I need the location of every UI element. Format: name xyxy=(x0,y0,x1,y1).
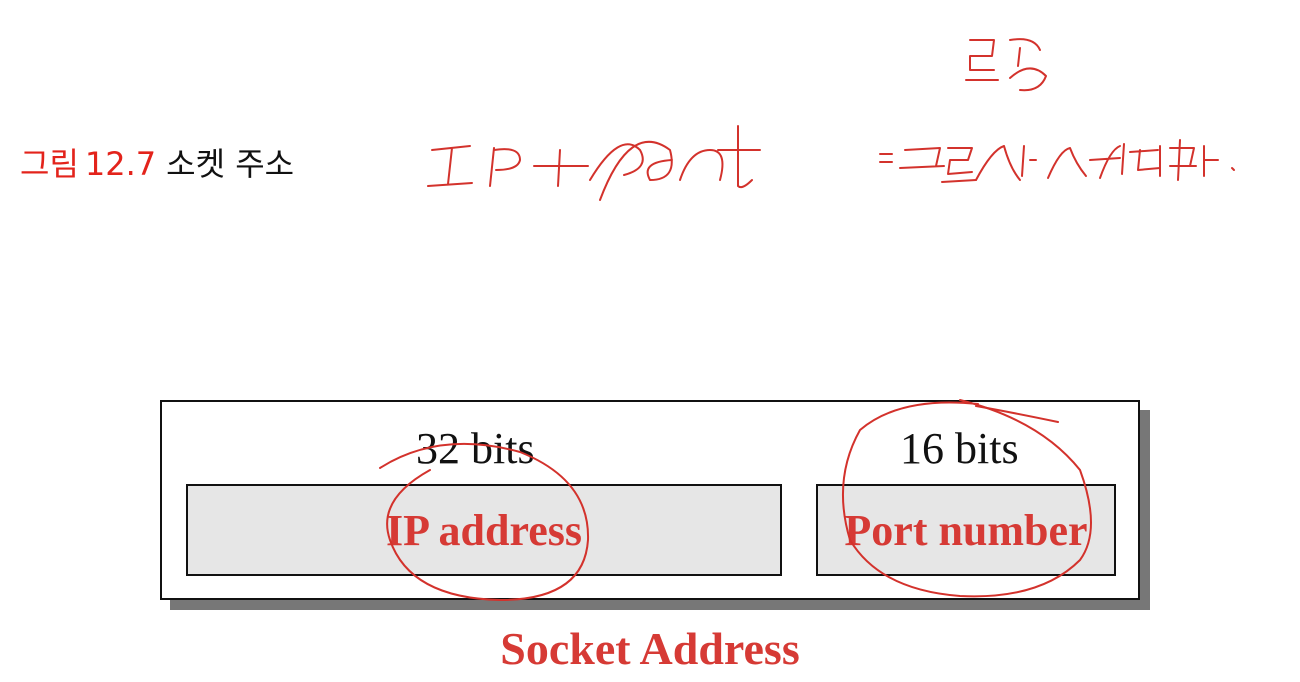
handwriting-korean-specific xyxy=(965,38,1047,92)
ip-address-field: IP address xyxy=(186,484,782,576)
port-number-field: Port number xyxy=(816,484,1116,576)
handwriting-equals xyxy=(879,153,893,163)
ip-bits-label: 32 bits xyxy=(416,424,535,473)
figure-caption: 소켓 주소 xyxy=(166,145,295,183)
port-number-label: Port number xyxy=(844,505,1088,555)
socket-address-box: 32 bits 16 bits IP address Port number xyxy=(160,400,1140,600)
socket-address-title: Socket Address xyxy=(500,623,800,674)
handwriting-korean-process-id xyxy=(899,139,1235,183)
handwriting-ip-port xyxy=(427,125,761,201)
port-bits-label: 16 bits xyxy=(900,424,1019,473)
figure-prefix: 그림 xyxy=(20,145,79,183)
ip-address-label: IP address xyxy=(385,505,583,555)
figure-number: 12.7 xyxy=(84,145,157,183)
